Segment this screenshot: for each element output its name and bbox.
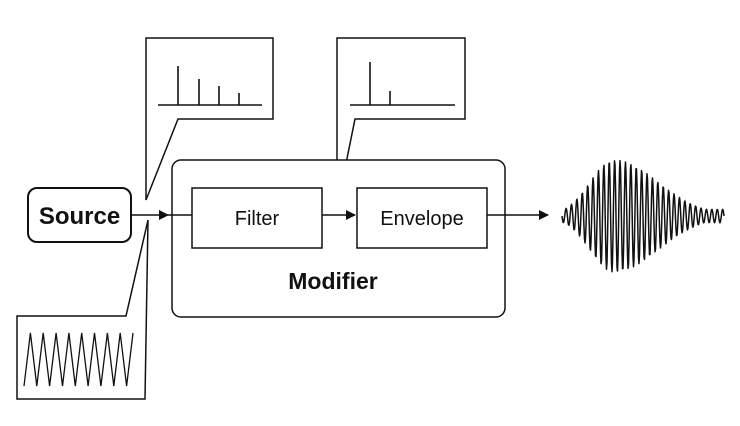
filtered-spectrum-callout (336, 37, 466, 209)
filter-block (191, 187, 323, 249)
sawtooth-waveform-icon (23, 332, 134, 387)
callout-outline (336, 37, 466, 209)
envelope-block (356, 187, 488, 249)
source-waveform-callout (16, 219, 149, 400)
source-label: Source (39, 203, 120, 230)
source-spectrum-callout (145, 37, 274, 201)
envelope-label: Envelope (380, 208, 463, 230)
output-waveform-icon (561, 159, 725, 273)
callout-outline (16, 219, 149, 400)
source-spectrum-icon (158, 66, 262, 106)
filtered-spectrum-icon (350, 62, 455, 106)
filter-label: Filter (235, 208, 280, 230)
modifier-label: Modifier (288, 268, 377, 294)
